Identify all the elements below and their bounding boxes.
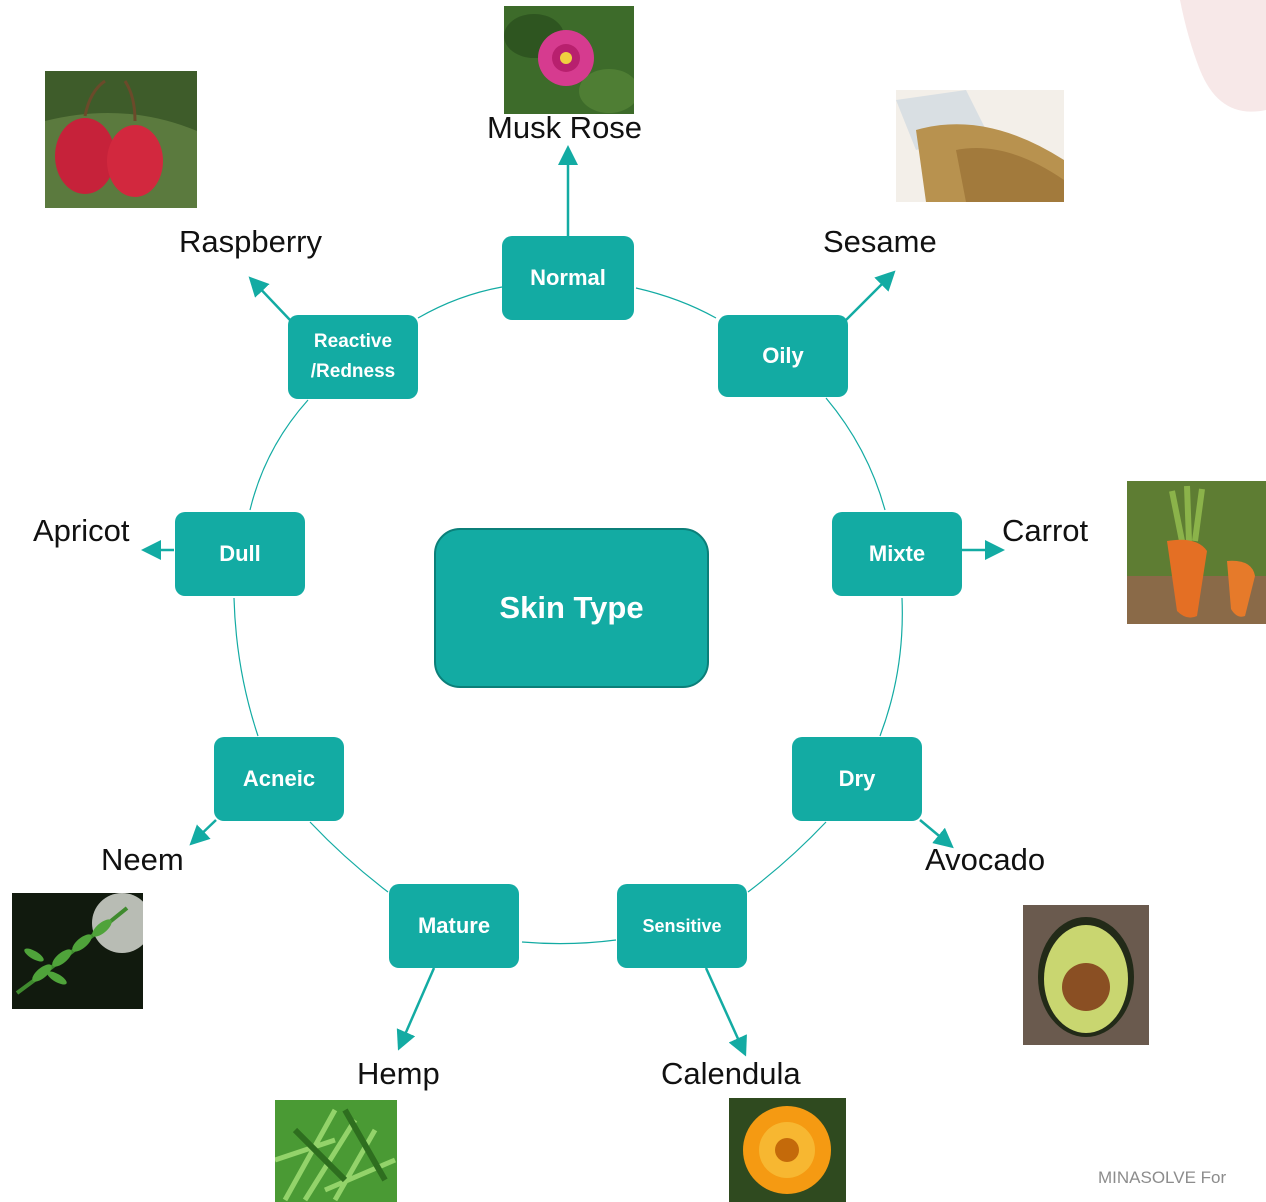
- ingredient-apricot: Apricot: [33, 513, 130, 548]
- node-oily: Oily: [718, 315, 848, 397]
- node-normal-label: Normal: [530, 265, 606, 291]
- sesame-seeds-photo: [896, 90, 1064, 202]
- node-normal: Normal: [502, 236, 634, 320]
- footer-text: MINASOLVE For: [1098, 1168, 1227, 1187]
- carrot-photo: [1127, 481, 1266, 624]
- node-dry: Dry: [792, 737, 922, 821]
- ingredient-carrot: Carrot: [1002, 513, 1089, 548]
- musk-rose-photo: [504, 6, 634, 114]
- decorative-fragment: [1180, 0, 1266, 112]
- node-mixte: Mixte: [832, 512, 962, 596]
- calendula-photo: [729, 1098, 846, 1202]
- neem-photo: [12, 893, 143, 1009]
- raspberry-photo: [45, 71, 197, 208]
- ingredient-sesame: Sesame: [823, 224, 937, 259]
- node-sensitive-label: Sensitive: [642, 915, 722, 936]
- ingredient-neem: Neem: [101, 842, 184, 877]
- node-mixte-label: Mixte: [868, 541, 926, 567]
- node-reactive-redness: Reactive /Redness: [288, 315, 418, 399]
- ingredient-arrows: [141, 145, 1005, 1057]
- ingredient-calendula: Calendula: [661, 1056, 801, 1091]
- node-reactive-line1: Reactive: [313, 330, 393, 352]
- center-skin-type: Skin Type: [434, 528, 709, 688]
- ingredient-avocado: Avocado: [925, 842, 1046, 877]
- node-dull-label: Dull: [219, 541, 261, 567]
- node-dull: Dull: [175, 512, 305, 596]
- node-oily-label: Oily: [762, 343, 804, 369]
- ingredient-raspberry: Raspberry: [179, 224, 322, 259]
- node-mature: Mature: [389, 884, 519, 968]
- ring-arcs: [233, 286, 903, 945]
- ingredient-hemp: Hemp: [357, 1056, 440, 1091]
- center-label: Skin Type: [499, 590, 644, 625]
- node-reactive-line2: /Redness: [310, 361, 396, 382]
- node-acneic-label: Acneic: [242, 766, 316, 792]
- avocado-photo: [1023, 905, 1149, 1045]
- ingredient-musk-rose: Musk Rose: [487, 110, 643, 145]
- hemp-photo: [275, 1100, 397, 1202]
- node-sensitive: Sensitive: [617, 884, 747, 968]
- node-mature-label: Mature: [417, 913, 491, 939]
- node-dry-label: Dry: [838, 766, 876, 792]
- node-acneic: Acneic: [214, 737, 344, 821]
